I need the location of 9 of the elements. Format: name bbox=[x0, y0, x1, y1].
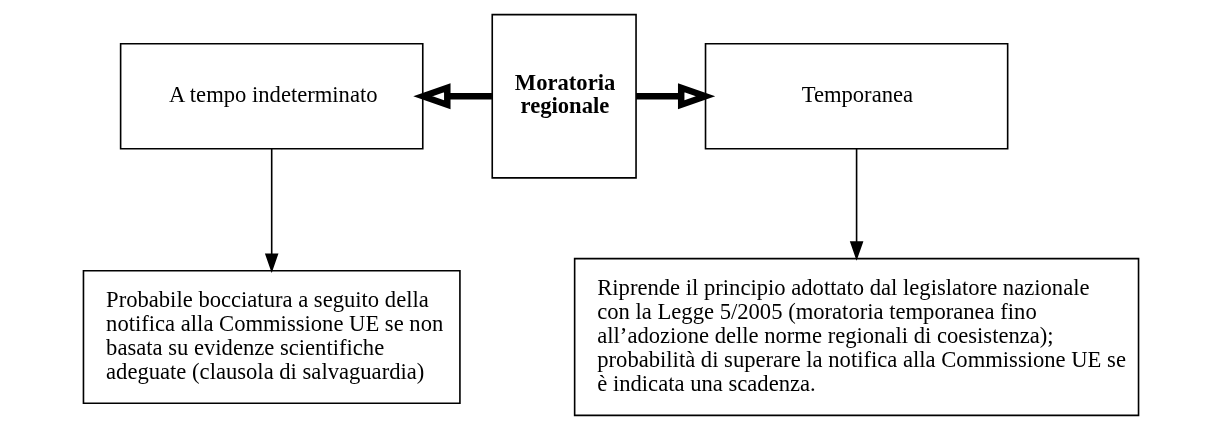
node-box: Riprende il principio adottato dal legislatore nazionale con la Legge 5/2005 (moratoria temporanea fino all’adozione delle norme regionali di coesistenza); probabilità di superare la notifica alla Commissione UE se è indicata una scadenza. bbox=[573, 257, 1139, 417]
node-box: A tempo indeterminato bbox=[119, 42, 424, 150]
arrow bbox=[264, 148, 278, 273]
arrow bbox=[635, 83, 715, 110]
node-box: Moratoria regionale bbox=[490, 13, 637, 179]
arrow bbox=[412, 83, 492, 110]
arrow bbox=[849, 148, 863, 261]
node-box: Temporanea bbox=[704, 42, 1008, 150]
node-box: Probabile bocciatura a seguito della notifica alla Commissione UE se non basata su evidenze scientifiche adeguate (clausola di salvaguardia) bbox=[82, 269, 461, 405]
